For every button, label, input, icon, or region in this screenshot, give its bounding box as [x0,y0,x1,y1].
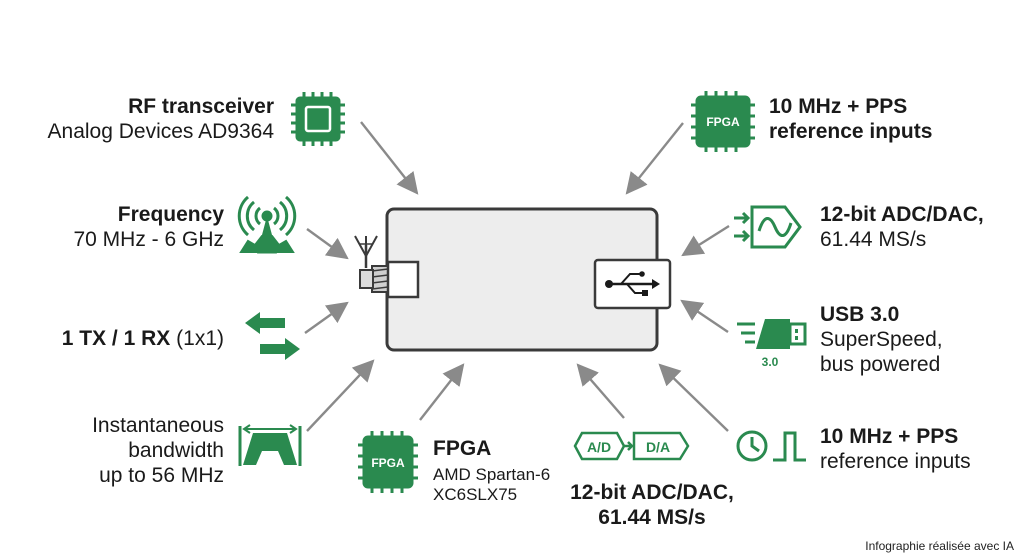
bandwidth-line2: bandwidth [128,438,224,462]
fpga-icon [691,91,755,152]
fpga-chip-label-bottom: FPGA [371,456,405,470]
sma-connector [359,260,420,299]
arrow-fpga [419,363,465,421]
arrow-rf [360,121,419,195]
reference-inputs-bottom-callout: 10 MHz + PPS reference inputs [820,425,971,475]
clock-pulse-icon [736,430,806,462]
reference-inputs-top-line2: reference inputs [769,119,933,143]
credit-note: Infographie réalisée avec IA [865,539,1014,553]
adc-dac-bottom-callout: 12-bit ADC/DAC, 61.44 MS/s [552,481,752,531]
usb-badge-label: 3.0 [762,355,779,369]
arrow-ref-top [625,122,684,195]
usb-title: USB 3.0 [820,303,900,326]
rf-transceiver-callout: RF transceiver Analog Devices AD9364 [48,95,274,145]
ad-da-icon [573,431,690,461]
signal-conversion-icon [734,205,802,249]
antenna-tower-icon [237,195,297,254]
reference-inputs-top-line1: 10 MHz + PPS [769,95,908,118]
fpga-chip-label-top: FPGA [706,115,740,129]
rf-transceiver-model: Analog Devices AD9364 [47,119,274,143]
fpga-model: AMD Spartan-6 [433,464,551,484]
da-label: D/A [646,439,670,455]
arrow-ref-bottom [658,363,729,432]
arrow-bandwidth [306,359,375,432]
bandwidth-line3: up to 56 MHz [99,463,224,487]
antenna-icon [354,235,378,268]
usb-stick-icon [737,319,807,349]
usb-port [593,258,672,310]
arrow-adc-right [681,224,730,257]
adc-dac-right-callout: 12-bit ADC/DAC, 61.44 MS/s [820,203,984,253]
reference-inputs-bottom-title: 10 MHz + PPS [820,425,959,448]
chip-icon [291,92,345,146]
arrow-txrx [304,301,349,334]
fpga-part-number: XC6SLX75 [433,484,518,504]
fpga-icon [358,431,418,493]
arrow-frequency [306,228,349,260]
bandwidth-line1: Instantaneous [92,414,224,437]
adc-dac-right-title: 12-bit ADC/DAC, [820,203,984,226]
tx-rx-callout: 1 TX / 1 RX (1x1) [62,327,224,352]
ad-label: A/D [587,439,611,455]
bandwidth-callout: Instantaneous bandwidth up to 56 MHz [92,414,224,488]
reference-inputs-bottom-sub: reference inputs [820,449,971,473]
tx-rx-config: (1x1) [176,327,224,350]
frequency-title: Frequency [117,203,224,226]
usb-speed: SuperSpeed, [820,327,943,351]
usb-power: bus powered [820,352,941,376]
fpga-title: FPGA [433,437,492,460]
frequency-range: 70 MHz - 6 GHz [73,227,224,251]
bidirectional-arrows-icon [245,312,300,360]
fpga-callout: FPGA AMD Spartan-6 XC6SLX75 [433,437,550,505]
usb-symbol-icon [605,271,660,296]
tx-rx-label: 1 TX / 1 RX [61,327,171,350]
adc-dac-bottom-line2: 61.44 MS/s [598,505,706,529]
bandwidth-icon [238,424,302,466]
rf-transceiver-title: RF transceiver [128,95,274,118]
sdr-device [354,207,672,352]
connector-arrows [304,121,730,432]
adc-dac-bottom-line1: 12-bit ADC/DAC, [570,481,734,504]
arrow-adc-bottom [576,363,625,419]
arrow-usb [680,299,729,333]
frequency-callout: Frequency 70 MHz - 6 GHz [73,203,224,253]
usb-callout: USB 3.0 SuperSpeed, bus powered [820,303,943,377]
adc-dac-right-rate: 61.44 MS/s [820,227,927,251]
reference-inputs-top-callout: 10 MHz + PPS reference inputs [769,95,932,145]
